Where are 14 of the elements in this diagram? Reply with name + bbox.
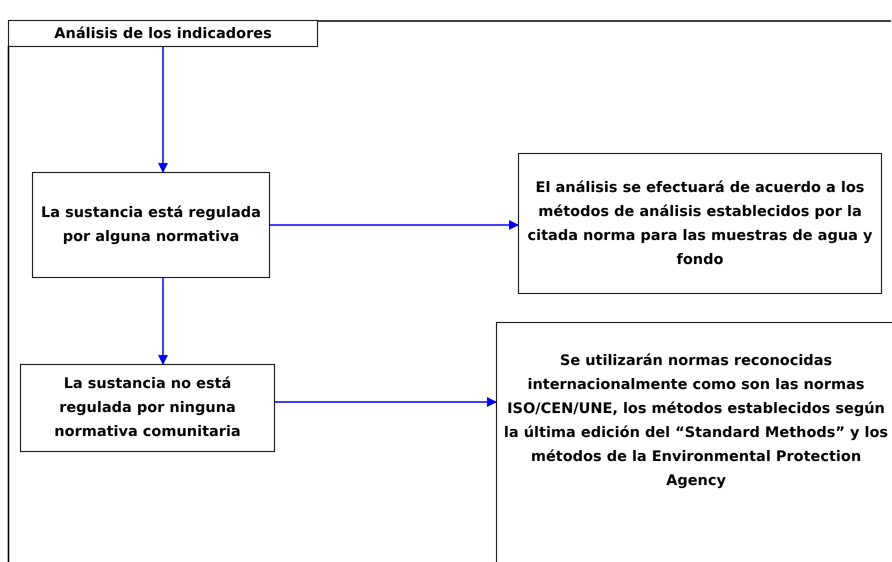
box-text: La sustancia no está regulada por ninguna normativa comunitaria [53, 375, 242, 442]
arrow [275, 397, 497, 407]
process-box [496, 322, 892, 562]
box-text: El análisis se efectuará de acuerdo a los métodos de análisis establecidos por la citada norma para las muestras de agua y fondo [526, 178, 874, 270]
process-box [32, 172, 270, 278]
box-text: Análisis de los indicadores [54, 24, 272, 44]
box-text: Se utilizarán normas reconocidas internacionalmente como son las normas ISO/CEN/UNE, los métodos establecidos según la última edición del “Standard Methods” y los métodos de la Environmental Protection Agency [503, 352, 889, 491]
arrow [158, 47, 168, 173]
box-text: La sustancia está regulada por alguna normativa [40, 204, 262, 247]
process-box [8, 20, 318, 47]
arrow [270, 220, 519, 230]
process-box [518, 153, 882, 294]
arrow [158, 278, 168, 365]
process-box [20, 364, 275, 452]
